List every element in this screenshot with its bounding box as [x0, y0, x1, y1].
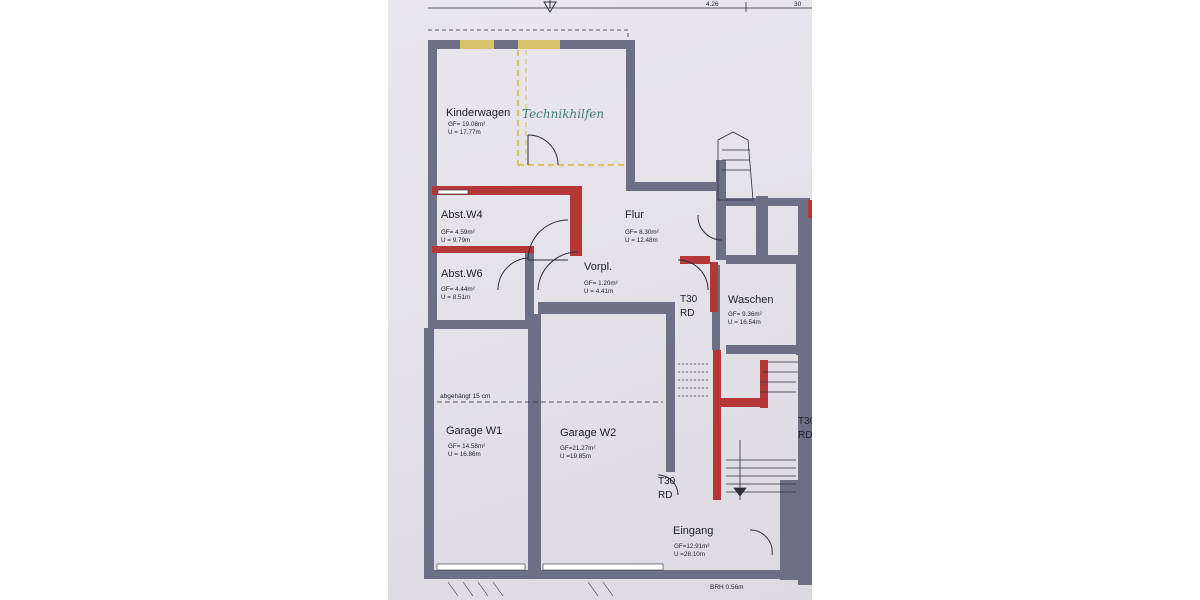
door-code-t30-right: T30: [798, 416, 812, 427]
dimension-right: 30: [794, 1, 802, 8]
room-u-abst-w4: U = 9.79m: [441, 237, 470, 244]
room-gf-vorpl: GF= 1.20m²: [584, 280, 618, 287]
fire-walls: [432, 186, 812, 500]
floor-plan-photo: 4.26 30: [388, 0, 812, 600]
entry-arrow-icon: [543, 0, 557, 13]
windows: [436, 40, 664, 571]
door-code-rd-upper: RD: [680, 308, 694, 319]
door-code-rd-right: RD: [798, 430, 812, 441]
room-name-waschen: Waschen: [728, 294, 773, 306]
room-u-vorpl: U = 4.41m: [584, 288, 613, 295]
dimension-left: 4.26: [706, 1, 719, 8]
room-gf-flur: GF= 8.30m²: [625, 229, 659, 236]
bottom-hatching: [447, 581, 614, 597]
room-name-kinderwagen: Kinderwagen: [446, 107, 510, 119]
room-name-vorpl: Vorpl.: [584, 261, 612, 273]
room-u-kinderwagen: U = 17.77m: [448, 129, 481, 136]
room-name-garage-w2: Garage W2: [560, 427, 616, 439]
room-gf-abst-w6: GF= 4.44m²: [441, 286, 475, 293]
dashed-path: [516, 50, 628, 167]
room-u-waschen: U = 16.54m: [728, 319, 761, 326]
note-suspended-ceiling: abgehängt 15 cm: [440, 393, 490, 400]
room-gf-abst-w4: GF= 4.59m²: [441, 229, 475, 236]
room-name-eingang: Eingang: [673, 525, 713, 537]
room-u-garage-w1: U = 16.86m: [448, 451, 481, 458]
top-dimension: 4.26 30: [428, 1, 812, 12]
stairs: [678, 131, 798, 500]
room-name-flur: Flur: [625, 209, 644, 221]
room-u-garage-w2: U =19.85m: [560, 453, 591, 460]
door-code-t30-upper: T30: [680, 294, 698, 305]
room-gf-garage-w1: GF= 14.58m²: [448, 443, 485, 450]
handwritten-note: Technikhilfen: [522, 107, 604, 121]
room-name-abst-w4: Abst.W4: [441, 209, 483, 221]
door-code-t30-garage: T30: [658, 476, 676, 487]
room-gf-waschen: GF= 9.36m²: [728, 311, 762, 318]
room-gf-kinderwagen: GF= 19.08m²: [448, 121, 485, 128]
room-u-eingang: U =28.10m: [674, 551, 705, 558]
door-swings: [497, 134, 773, 556]
room-u-abst-w6: U = 8.51m: [441, 294, 470, 301]
room-gf-garage-w2: GF=21.27m²: [560, 445, 596, 452]
door-code-rd-garage: RD: [658, 490, 672, 501]
room-name-garage-w1: Garage W1: [446, 425, 502, 437]
room-name-abst-w6: Abst.W6: [441, 268, 483, 280]
room-gf-eingang: GF=12.91m²: [674, 543, 710, 550]
floor-plan: 4.26 30: [424, 0, 812, 597]
room-u-flur: U = 12.48m: [625, 237, 658, 244]
note-brh: BRH 0.56m: [710, 584, 744, 591]
dashed-roof-line: [428, 29, 629, 40]
